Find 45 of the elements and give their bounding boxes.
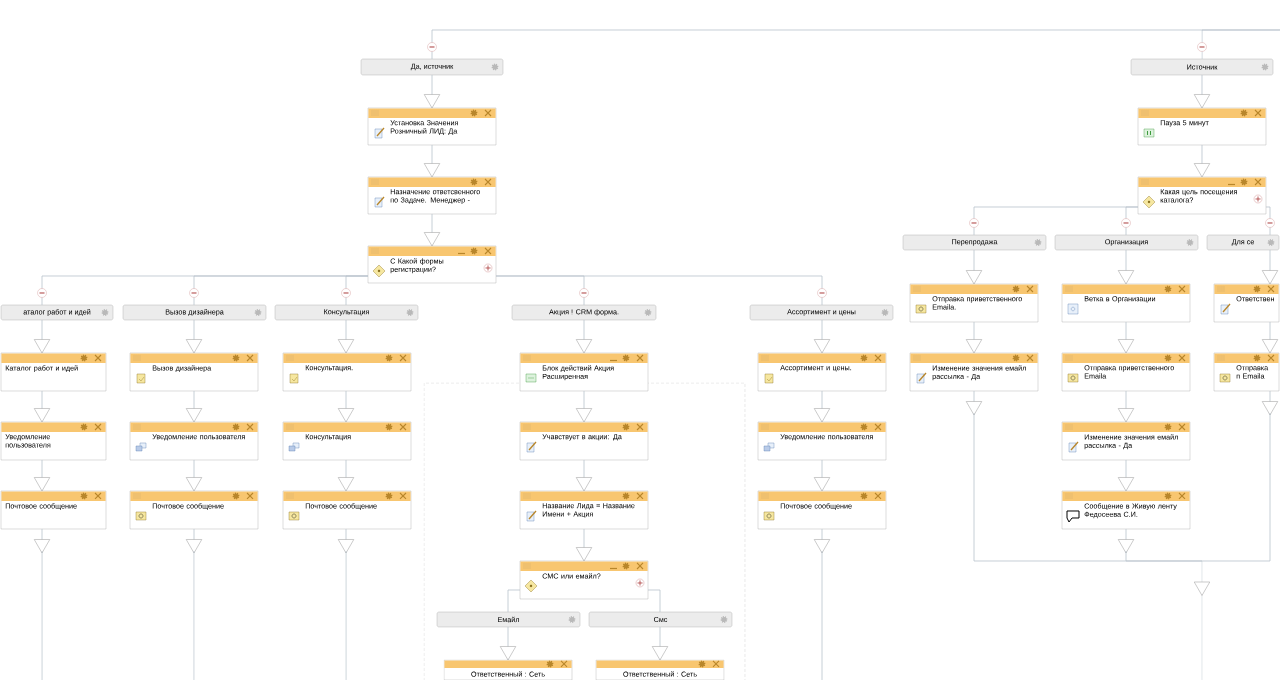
arrow — [33, 528, 51, 554]
arrow — [33, 459, 51, 492]
arrow — [337, 528, 355, 554]
arrow — [813, 528, 831, 554]
arrow — [33, 390, 51, 423]
arrow — [965, 321, 983, 354]
arrow — [1261, 321, 1279, 354]
arrow — [965, 249, 983, 285]
arrow — [1261, 390, 1279, 416]
arrow — [651, 626, 669, 661]
arrow — [575, 528, 593, 562]
arrow — [575, 319, 593, 354]
connector-line — [345, 275, 369, 306]
arrow — [423, 144, 441, 178]
connector-line — [1201, 29, 1280, 60]
arrow — [813, 319, 831, 354]
arrow — [423, 74, 441, 109]
arrow — [337, 459, 355, 492]
connector-line — [1265, 206, 1271, 236]
arrow — [185, 459, 203, 492]
arrow — [1117, 390, 1135, 423]
connector-line — [507, 589, 521, 613]
arrow — [337, 390, 355, 423]
arrow — [1193, 74, 1211, 109]
arrow — [1117, 459, 1135, 492]
arrow — [575, 390, 593, 423]
connector-line — [647, 589, 661, 613]
arrow — [1117, 249, 1135, 285]
arrow — [575, 459, 593, 492]
arrow — [1117, 321, 1135, 354]
arrow — [813, 390, 831, 423]
arrow — [965, 390, 983, 416]
connector-line — [1125, 206, 1139, 236]
arrow — [423, 213, 441, 247]
arrow — [1261, 249, 1279, 285]
arrow — [33, 319, 51, 354]
arrow — [185, 319, 203, 354]
arrow — [499, 626, 517, 661]
arrow — [1193, 144, 1211, 178]
arrow — [185, 390, 203, 423]
arrow — [337, 319, 355, 354]
arrow — [185, 528, 203, 554]
arrow — [813, 459, 831, 492]
arrow — [1117, 528, 1135, 554]
connector-line — [495, 275, 823, 306]
